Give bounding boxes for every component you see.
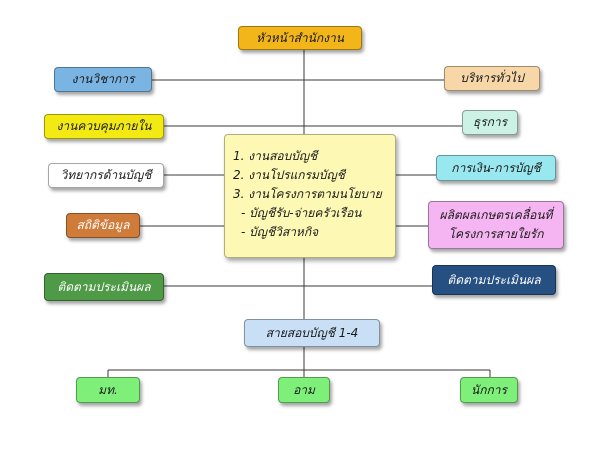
right-node-finance[interactable]: การเงิน-การบัญชี [436,155,556,181]
left-node-academic-label: งานวิชาการ [71,72,135,86]
head-node-label: หัวหน้าสำนักงาน [256,30,344,45]
right-node-agri-products[interactable]: ผลิตผลเกษตรเคลื่อนที่ โครงการสายใยรัก [428,201,564,249]
audit-line-node[interactable]: สายสอบบัญชี 1-4 [244,319,380,347]
center-duties-box[interactable]: 1. งานสอบบัญชี 2. งานโปรแกรมบัญชี 3. งาน… [224,134,396,258]
left-node-monitoring-label: ติดตามประเมินผล [57,279,151,294]
bottom-node-janitor[interactable]: นักการ [460,377,518,403]
right-node-general-admin[interactable]: บริหารทั่วไป [444,66,540,91]
right-node-agri-products-line2: โครงการสายใยรัก [448,227,544,241]
bottom-node-am-label: อาม [293,382,315,397]
bottom-node-mt-label: มท. [98,382,118,397]
right-node-general-admin-label: บริหารทั่วไป [460,71,524,85]
bottom-node-janitor-label: นักการ [471,382,507,397]
right-node-clerical[interactable]: ธุรการ [462,110,518,135]
duty-item-audit: 1. งานสอบบัญชี [233,149,318,163]
left-node-internal-control-label: งานควบคุมภายใน [56,119,152,133]
left-node-accounting-trainer-label: วิทยากรด้านบัญชี [60,168,152,182]
left-node-academic[interactable]: งานวิชาการ [54,67,152,92]
right-node-monitoring-label: ติดตามประเมินผล [447,272,541,287]
right-node-monitoring[interactable]: ติดตามประเมินผล [432,265,556,295]
head-node[interactable]: หัวหน้าสำนักงาน [238,26,362,50]
duty-item-accounting-program: 2. งานโปรแกรมบัญชี [233,168,345,182]
right-node-finance-label: การเงิน-การบัญชี [451,160,541,175]
right-node-clerical-label: ธุรการ [472,115,508,129]
duty-subitem-household-accounts: - บัญชีรับ-จ่ายครัวเรือน [241,206,362,220]
audit-line-label: สายสอบบัญชี 1-4 [265,325,359,340]
bottom-node-mt[interactable]: มท. [76,377,140,403]
duty-subitem-enterprise-accounts: - บัญชีวิสาหกิจ [241,225,319,239]
left-node-internal-control[interactable]: งานควบคุมภายใน [44,114,164,139]
left-node-statistics-label: สถิติข้อมูล [76,218,130,232]
left-node-monitoring[interactable]: ติดตามประเมินผล [44,273,164,301]
bottom-node-am[interactable]: อาม [278,377,330,403]
left-node-statistics[interactable]: สถิติข้อมูล [66,213,140,238]
duty-item-policy-projects: 3. งานโครงการตามนโยบาย [233,187,382,201]
right-node-agri-products-line1: ผลิตผลเกษตรเคลื่อนที่ [439,208,553,222]
left-node-accounting-trainer[interactable]: วิทยากรด้านบัญชี [48,163,164,188]
